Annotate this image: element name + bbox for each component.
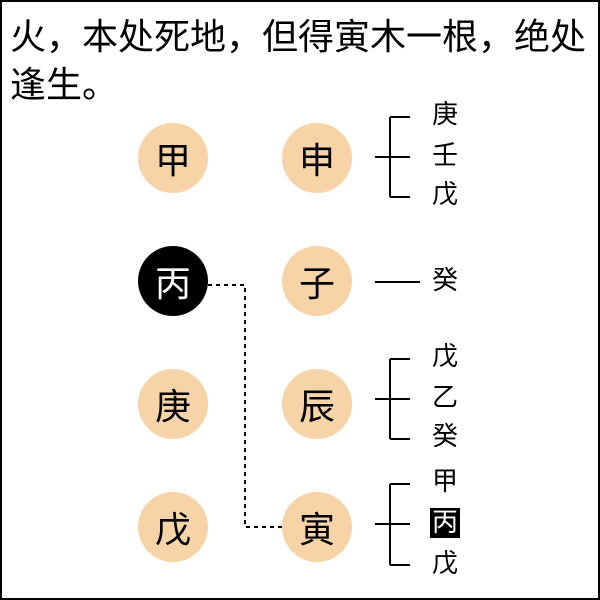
branch-circle: 辰 [282,369,352,439]
hidden-stem: 庚 [431,100,458,130]
bracket-shen [375,116,410,198]
hidden-stem: 戊 [431,180,458,210]
stem-circle: 戊 [138,492,208,562]
caption-text: 火，本处死地，但得寅木一根，绝处逢生。 [10,17,587,106]
day-master-circle: 丙 [138,246,208,316]
hidden-stem: 戊 [431,342,458,372]
stem-circle: 庚 [138,369,208,439]
branch-circle: 申 [282,123,352,193]
dotted-link [208,284,282,528]
bracket-yin [375,483,410,566]
stem-circle: 甲 [138,123,208,193]
hidden-stem-highlighted: 丙 [430,508,460,538]
hidden-stem: 癸 [431,422,458,452]
hidden-stem: 甲 [431,467,458,497]
bracket-chen [375,358,410,440]
branch-circle: 寅 [282,492,352,562]
hidden-stem: 戊 [431,549,458,579]
hidden-stem: 癸 [431,266,458,296]
hidden-stem: 乙 [431,383,458,413]
branch-circle: 子 [282,246,352,316]
hidden-stem: 壬 [431,141,458,171]
